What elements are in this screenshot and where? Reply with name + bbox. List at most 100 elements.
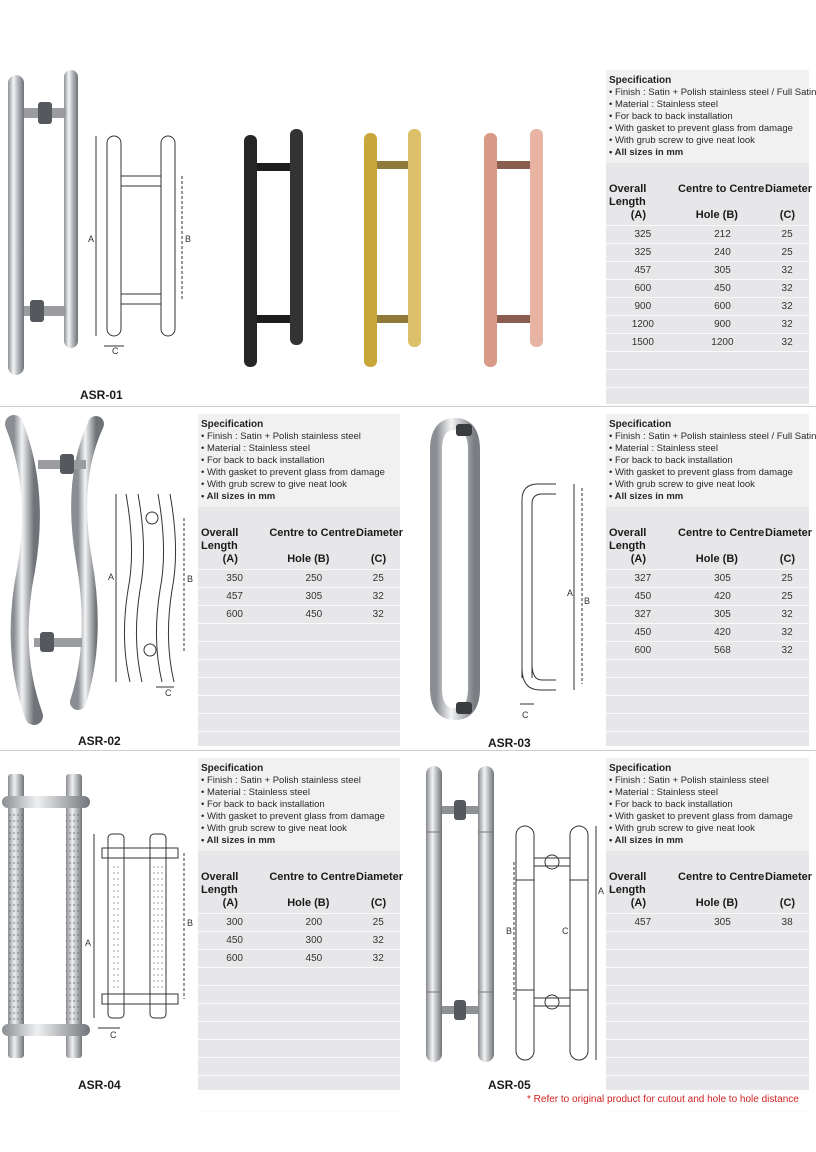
table-cell: 240	[714, 247, 731, 258]
table-cell: 32	[372, 609, 384, 620]
table-cell: 300	[226, 917, 243, 928]
table-cell: 32	[372, 591, 384, 602]
table-row	[606, 369, 809, 387]
dim-a-label: A	[567, 588, 573, 598]
table-row	[198, 1093, 400, 1111]
spec-install: • For back to back installation	[609, 799, 733, 810]
table-cell: 450	[634, 591, 652, 602]
col-sub-a: (A)	[222, 897, 238, 909]
spec-panel: Specification • Finish : Satin + Polish …	[198, 758, 403, 1112]
dim-a-label: A	[598, 886, 604, 896]
spec-sizes: • All sizes in mm	[609, 835, 684, 846]
spec-title: Specification	[201, 763, 264, 774]
table-cell: 32	[781, 319, 793, 330]
spec-title: Specification	[609, 419, 672, 430]
handle-photo-chrome	[8, 70, 78, 375]
table-cell: 325	[634, 247, 652, 258]
spec-install: • For back to back installation	[201, 799, 325, 810]
col-sub-b: Hole (B)	[287, 553, 330, 565]
dim-b-label: B	[584, 596, 590, 606]
table-row	[198, 659, 400, 677]
col-sub-b: Hole (B)	[695, 553, 738, 565]
col-header-a: Overall Length	[201, 527, 239, 552]
handle-photo-chrome-round	[426, 766, 494, 1062]
table-cell: 305	[714, 265, 731, 276]
col-sub-c: (C)	[370, 897, 387, 909]
col-header-a: Overall Length	[609, 527, 647, 552]
spec-sizes: • All sizes in mm	[609, 491, 684, 502]
table-cell: 32	[781, 645, 793, 656]
col-header-a: Overall Length	[609, 871, 647, 896]
dim-a-label: A	[88, 234, 94, 244]
spec-finish: • Finish : Satin + Polish stainless stee…	[609, 87, 816, 98]
table-row: 325 240 25	[606, 243, 809, 261]
dim-c-label: C	[522, 710, 529, 720]
col-header-a: Overall Length	[609, 183, 647, 208]
table-cell: 600	[226, 609, 243, 620]
table-row	[198, 749, 400, 767]
table-cell: 25	[781, 229, 793, 240]
table-cell: 32	[372, 935, 384, 946]
spec-screw: • With grub screw to give neat look	[201, 479, 347, 490]
dim-c-label: C	[112, 346, 119, 356]
dim-a-label: A	[85, 938, 91, 948]
table-row	[198, 1039, 400, 1057]
table-cell: 450	[714, 283, 731, 294]
model-label: ASR-05	[488, 1078, 531, 1092]
table-cell: 350	[226, 573, 243, 584]
table-cell: 457	[226, 591, 243, 602]
dim-b-label: B	[187, 918, 193, 928]
spec-screw: • With grub screw to give neat look	[201, 823, 347, 834]
table-cell: 25	[372, 917, 384, 928]
col-sub-b: Hole (B)	[695, 209, 738, 221]
col-header-b: Centre to Centre	[269, 871, 356, 883]
col-header-c: Diameter	[765, 871, 813, 883]
dimension-drawing: A B C	[506, 825, 604, 1061]
table-row	[606, 713, 809, 731]
spec-title: Specification	[609, 763, 672, 774]
col-sub-a: (A)	[630, 553, 647, 565]
handle-photo-gold	[364, 129, 421, 367]
col-sub-b: Hole (B)	[695, 897, 738, 909]
table-row	[606, 949, 809, 967]
table-cell: 600	[226, 953, 243, 964]
table-row	[198, 1021, 400, 1039]
table-cell: 32	[781, 337, 793, 348]
table-cell: 1200	[711, 337, 734, 348]
col-sub-c: (C)	[779, 897, 796, 909]
spec-sizes: • All sizes in mm	[609, 147, 684, 158]
spec-material: • Material : Stainless steel	[201, 787, 310, 798]
table-row	[606, 1111, 809, 1129]
dimension-drawing: A B C	[88, 135, 191, 356]
table-cell: 325	[634, 229, 652, 240]
table-cell: 450	[226, 935, 243, 946]
model-label: ASR-03	[488, 736, 531, 750]
dim-b-label: B	[187, 574, 193, 584]
spec-finish: • Finish : Satin + Polish stainless stee…	[609, 431, 816, 442]
dimension-drawing: A B C	[85, 833, 193, 1040]
table-cell: 900	[714, 319, 731, 330]
dim-b-label: B	[506, 926, 512, 936]
table-cell: 32	[372, 953, 384, 964]
table-cell: 25	[781, 591, 793, 602]
table-row	[198, 677, 400, 695]
spec-finish: • Finish : Satin + Polish stainless stee…	[201, 775, 361, 786]
col-sub-a: (A)	[630, 209, 647, 221]
col-header-b: Centre to Centre	[269, 527, 356, 539]
table-cell: 327	[634, 609, 652, 620]
spec-install: • For back to back installation	[609, 455, 733, 466]
table-cell: 32	[781, 301, 793, 312]
table-cell: 25	[781, 247, 793, 258]
table-row	[198, 967, 400, 985]
